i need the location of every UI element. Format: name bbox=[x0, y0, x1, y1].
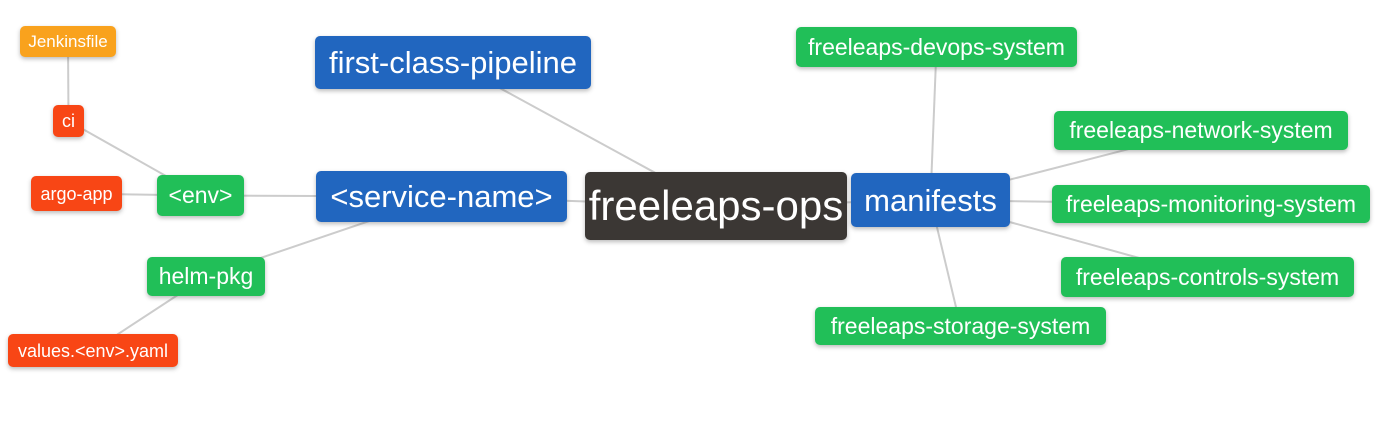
mindmap-node-freeleaps-controls-system[interactable]: freeleaps-controls-system bbox=[1061, 257, 1354, 297]
mindmap-node-freeleaps-ops[interactable]: freeleaps-ops bbox=[585, 172, 847, 240]
mindmap-node-helm-pkg[interactable]: helm-pkg bbox=[147, 257, 265, 296]
mindmap-node-values-env-yaml[interactable]: values.<env>.yaml bbox=[8, 334, 178, 367]
mindmap-node-freeleaps-storage-system[interactable]: freeleaps-storage-system bbox=[815, 307, 1106, 345]
mindmap-node-service-name[interactable]: <service-name> bbox=[316, 171, 567, 222]
mindmap-node-env[interactable]: <env> bbox=[157, 175, 244, 216]
mindmap-node-manifests[interactable]: manifests bbox=[851, 173, 1010, 227]
mindmap-node-ci[interactable]: ci bbox=[53, 105, 84, 137]
mindmap-node-first-class-pipeline[interactable]: first-class-pipeline bbox=[315, 36, 591, 89]
mindmap-node-freeleaps-network-system[interactable]: freeleaps-network-system bbox=[1054, 111, 1348, 150]
mindmap-node-argo-app[interactable]: argo-app bbox=[31, 176, 122, 211]
mindmap-node-freeleaps-monitoring-system[interactable]: freeleaps-monitoring-system bbox=[1052, 185, 1370, 223]
mindmap-node-jenkinsfile[interactable]: Jenkinsfile bbox=[20, 26, 116, 57]
mindmap-node-freeleaps-devops-system[interactable]: freeleaps-devops-system bbox=[796, 27, 1077, 67]
